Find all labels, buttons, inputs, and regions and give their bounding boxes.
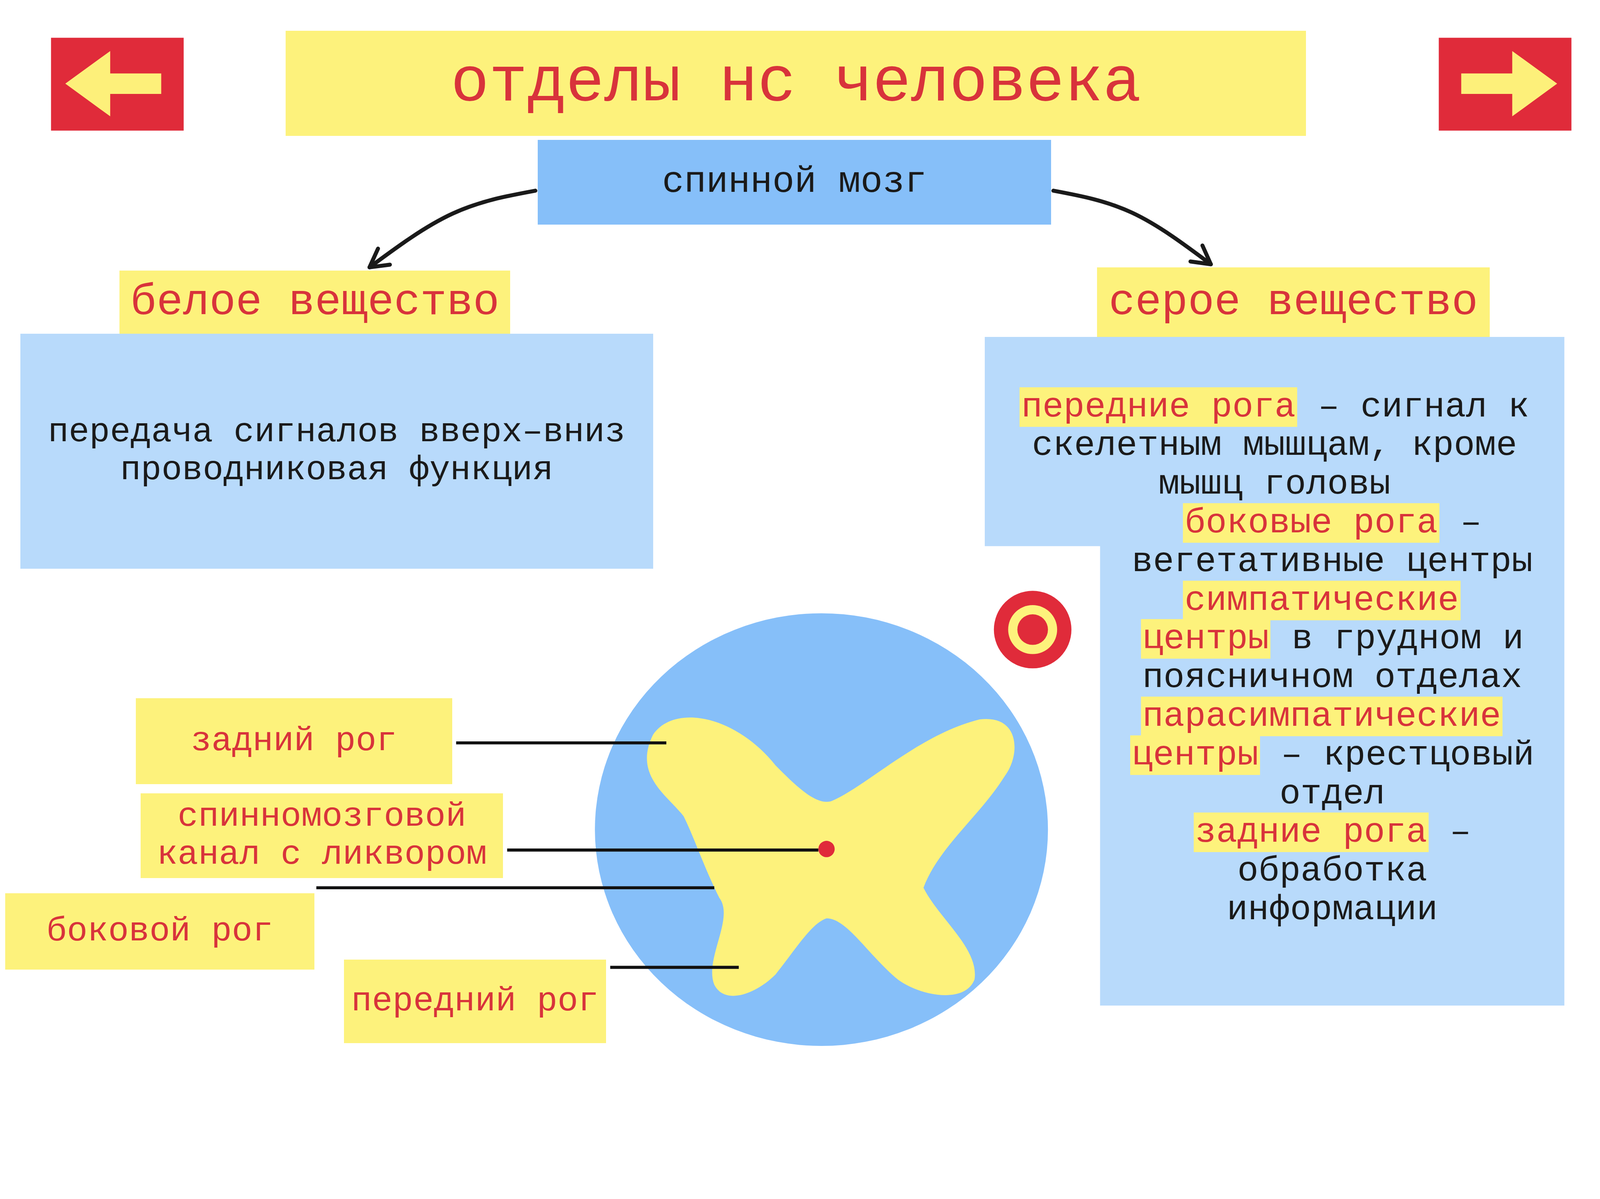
grey-matter-butterfly [646,717,1015,996]
leader-line [506,848,819,852]
connector-arrow [369,190,536,268]
part-label-box: боковой рог [5,892,315,970]
term-highlight: боковые рога [1182,502,1440,543]
nav-next-arrow [1461,51,1558,117]
text-group: задние рога– обработка информации [1124,812,1541,929]
title-text: отделы нс человека [450,47,1141,120]
text-column: передние рога– сигнал к скелетным мышцам… [984,336,1565,930]
section-box: спинной мозг [537,139,1052,225]
text-group: симпатические центрыв грудном и поясничн… [1124,581,1541,698]
title-banner: отделы нс человека [285,30,1306,136]
part-label-box: задний рог [135,697,453,784]
ring-symbol-middle [1008,604,1058,654]
nav-back-arrow [65,51,161,117]
node-text: спинной мозг [661,161,927,203]
leader-line [316,885,715,889]
ring-symbol-outer [993,590,1072,668]
text-group: парасимпатические центры– крестцовый отд… [1124,697,1541,813]
text-group: боковые рога– вегетативные центры [1124,503,1541,582]
matter-panel: белое вещество передача сигналов вверх–вн… [20,270,654,569]
heading-box: белое вещество [119,270,511,334]
heading-text: серое вещество [1108,277,1478,328]
node-text: – крестцовый отдел [1279,735,1535,814]
connector-arrow [1053,190,1211,265]
node-text: передача сигналов вверх–вниз проводников… [36,413,638,489]
panel-outline [984,336,1565,1006]
white-matter-section [594,612,1048,1046]
body-panel: передние рога– сигнал к скелетным мышцам… [984,336,1565,1006]
leader-line [610,965,739,969]
heading-text: белое вещество [130,277,500,328]
body-panel: передача сигналов вверх–вниз проводников… [20,333,654,569]
nav-back-button [51,37,184,131]
matter-panel: серое вещество передние рога– сигнал к ск… [984,267,1565,1006]
nav-next-button [1438,37,1572,131]
heading-box: серое вещество [1097,267,1490,337]
text-group: передние рога– сигнал к скелетным мышцам… [998,387,1551,504]
ring-symbol-inner [1017,614,1049,645]
term-highlight: передние рога [1019,387,1298,427]
part-label-box: спинномозговой канал с ликвором [140,793,503,878]
part-label-box: передний рог [343,959,607,1043]
part-label: задний рог [190,721,398,760]
part-label: передний рог [351,981,599,1020]
term-highlight: задние рога [1193,812,1430,852]
leader-line [456,741,667,745]
central-canal [818,840,835,857]
part-label: спинномозговой канал с ликвором [147,797,497,873]
part-label: боковой рог [46,912,274,951]
